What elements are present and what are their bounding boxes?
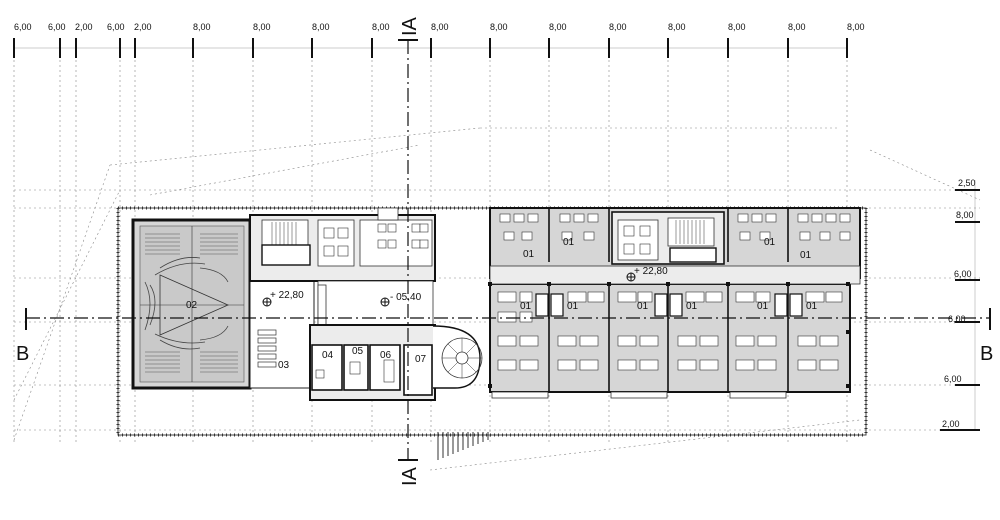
office-label: 01 [806, 301, 818, 312]
top-dim-label: 8,00 [253, 22, 271, 32]
office-label: 01 [686, 301, 698, 312]
room-label-02: 02 [186, 300, 198, 311]
top-dim-label: 8,00 [668, 22, 686, 32]
terrain-hatch [437, 432, 489, 460]
top-dim-label: 6,00 [48, 22, 66, 32]
top-dim-label: 8,00 [431, 22, 449, 32]
top-dim-label: 8,00 [193, 22, 211, 32]
office-label: 01 [800, 250, 812, 261]
office-label: 01 [523, 249, 535, 260]
section-label-b-right: B [980, 343, 993, 365]
top-dim-label: 8,00 [788, 22, 806, 32]
top-dim-label: 8,00 [490, 22, 508, 32]
top-dim-label: 8,00 [728, 22, 746, 32]
right-dim-label: 6,00 [954, 269, 972, 279]
level-marker-left: + 22,80 [262, 290, 304, 307]
office-label: 01 [567, 301, 579, 312]
office-label: 01 [764, 237, 776, 248]
top-dim-label: 6,00 [14, 22, 32, 32]
section-label-b-left: B [16, 343, 29, 365]
section-label-a-top: IA [399, 16, 421, 36]
right-dim-label: 6,00 [944, 374, 962, 384]
right-dim-label: 2,00 [942, 419, 960, 429]
room-label-07: 07 [415, 354, 427, 365]
office-label: 01 [563, 237, 575, 248]
service-core-left [249, 207, 436, 282]
spiral-stair [432, 325, 483, 389]
right-dim-label: 8,00 [956, 210, 974, 220]
top-dim-label: 8,00 [549, 22, 567, 32]
section-line-b: B B [16, 308, 993, 365]
room-label-06: 06 [380, 350, 392, 361]
room-label-04: 04 [322, 350, 334, 361]
office-wing: 01 01 01 01 01 01 01 01 01 01 + 22,80 [488, 207, 861, 399]
section-line-a: IA IA [398, 16, 421, 486]
top-dim-label: 2,00 [75, 22, 93, 32]
top-dim-label: 8,00 [312, 22, 330, 32]
office-label: 01 [637, 301, 649, 312]
top-dim-label: 6,00 [107, 22, 125, 32]
room-label-03: 03 [278, 360, 290, 371]
right-dimension-line: 2,50 8,00 6,00 6,00 6,00 2,00 [940, 178, 980, 431]
top-dim-label: 8,00 [609, 22, 627, 32]
top-dim-label: 8,00 [372, 22, 390, 32]
top-dim-label: 8,00 [847, 22, 865, 32]
level-label-left: + 22,80 [270, 290, 304, 301]
level-label-center: - 05,40 [390, 292, 422, 303]
office-label: 01 [520, 301, 532, 312]
rooms-lower-middle: 04 05 06 07 [309, 324, 436, 401]
level-label-right: + 22,80 [634, 266, 668, 277]
right-dim-label: 2,50 [958, 178, 976, 188]
top-dimension-line: 6,00 6,00 2,00 6,00 2,00 8,00 8,00 8,00 … [13, 22, 865, 58]
section-label-a-bottom: IA [399, 466, 421, 486]
room-label-05: 05 [352, 346, 364, 357]
right-dim-label: 6,00 [948, 314, 966, 324]
auditorium: 02 [131, 218, 252, 390]
office-label: 01 [757, 301, 769, 312]
top-dim-label: 2,00 [134, 22, 152, 32]
